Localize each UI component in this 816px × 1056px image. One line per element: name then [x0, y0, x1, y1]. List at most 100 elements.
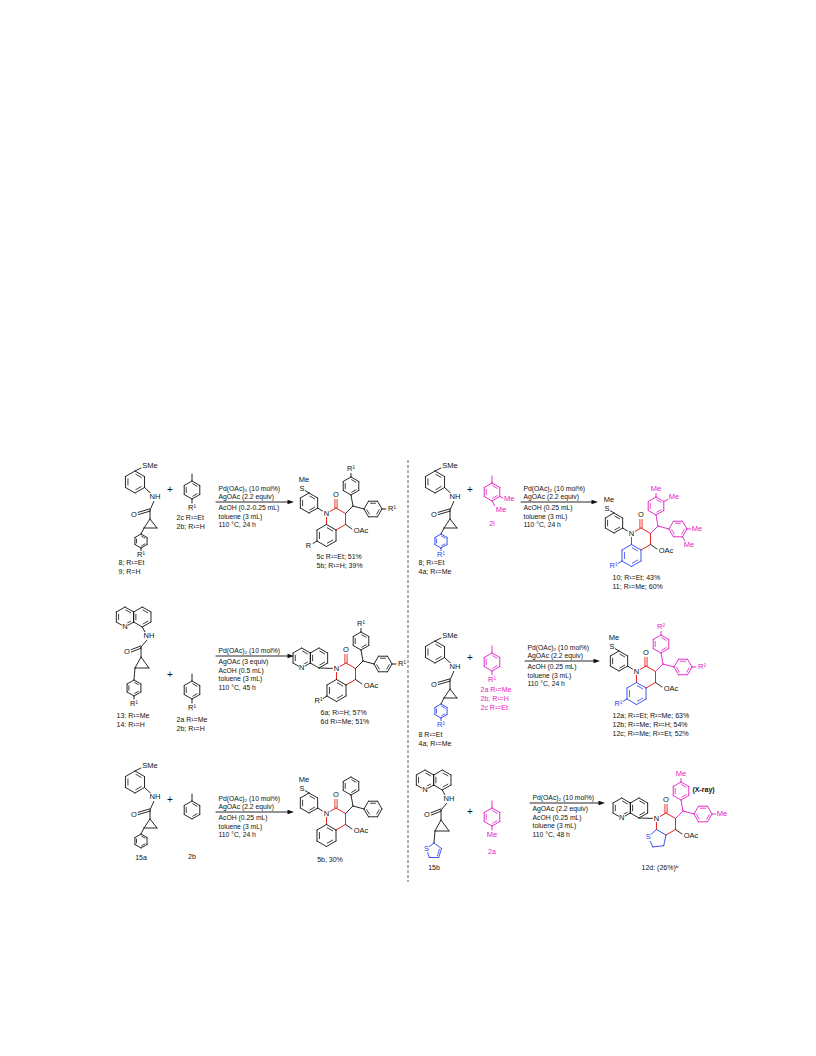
- bond-line: [433, 775, 434, 785]
- atom-label: R¹: [357, 620, 366, 628]
- bond-line: [364, 509, 369, 517]
- bond-line: [362, 635, 366, 638]
- bond-line: [647, 803, 648, 813]
- bond-line: [184, 695, 192, 700]
- bond-line: [674, 536, 683, 537]
- bond-line: [192, 815, 200, 820]
- bond-line: [364, 809, 369, 817]
- atom-label: N: [323, 810, 329, 818]
- bond-line: [682, 785, 686, 788]
- bond-line: [337, 683, 342, 686]
- condition-text: toluene (3 mL): [218, 675, 263, 682]
- bond-line: [434, 843, 442, 849]
- compound-label: 4a; R¹=Me: [418, 740, 452, 747]
- condition-text: AgOAc (3 equiv): [218, 658, 269, 665]
- condition-text: AgOAc (2.2 equiv): [527, 652, 584, 659]
- bond-line: [141, 528, 144, 534]
- bond-line: [530, 803, 600, 804]
- condition-text: AgOAc (2.2 equiv): [523, 493, 580, 500]
- bond-line: [346, 680, 356, 686]
- bond-line: [435, 831, 449, 832]
- condition-text: 110 °C, 24 h: [218, 521, 256, 528]
- bond-line: [128, 686, 129, 690]
- bond-line: [309, 508, 318, 513]
- bond-line: [492, 826, 493, 830]
- bond-line: [425, 488, 435, 494]
- atom-label: O: [663, 796, 670, 804]
- bond-line: [374, 664, 379, 672]
- bond-line: [427, 479, 428, 485]
- bond-line: [133, 612, 134, 622]
- atom-label: R¹: [614, 700, 623, 708]
- bond-line: [493, 486, 497, 489]
- bond-line: [336, 825, 346, 831]
- atom-label: NH: [143, 632, 155, 640]
- compound-label: 2a R¹=Me: [176, 716, 208, 723]
- bond-line: [370, 503, 375, 504]
- condition-text: AgOAc (2.2 equiv): [218, 803, 275, 810]
- bond-line: [336, 530, 337, 541]
- bond-line: [300, 798, 301, 808]
- condition-text: AgOAc (2.2 equiv): [532, 805, 589, 812]
- compound-label: 12d: (26%)ᵇ: [641, 864, 679, 871]
- bond-line: [615, 527, 620, 530]
- bond-line: [300, 793, 309, 798]
- plus-sign: +: [167, 485, 174, 496]
- bond-line: [141, 845, 147, 849]
- bond-line: [637, 698, 642, 701]
- compound-label: 2a R¹=Me: [480, 686, 512, 693]
- bond-line: [309, 793, 318, 798]
- bond-line: [337, 799, 338, 808]
- bond-line: [664, 835, 666, 846]
- bond-line: [442, 714, 445, 716]
- atom-label: O: [333, 491, 340, 499]
- atom-label: Me: [608, 634, 619, 642]
- bond-line: [450, 519, 457, 528]
- atom-label: N: [323, 510, 329, 518]
- bond-line: [150, 501, 154, 510]
- bond-line: [216, 812, 289, 813]
- compound-label: 6a; R¹=H; 57%: [320, 709, 367, 716]
- bond-line: [630, 803, 631, 813]
- bond-line: [388, 656, 393, 664]
- bond-line: [441, 704, 447, 708]
- bond-line: [305, 791, 309, 794]
- bond-line: [656, 515, 658, 526]
- atom-label: O: [131, 811, 138, 819]
- bond-line: [134, 692, 141, 696]
- bond-line: [127, 684, 128, 692]
- atom-label: Me: [298, 476, 309, 484]
- compound-label: 8; R¹=Et: [118, 559, 145, 566]
- bond-line: [353, 506, 364, 509]
- bond-line: [327, 653, 328, 663]
- bond-line: [355, 669, 356, 680]
- bond-line: [293, 648, 302, 653]
- bond-line: [377, 810, 380, 814]
- bond-line: [134, 607, 143, 612]
- bond-line: [632, 545, 642, 551]
- bond-line: [147, 538, 148, 545]
- bond-line: [343, 491, 351, 496]
- bond-line: [669, 529, 674, 537]
- bond-line: [620, 665, 625, 668]
- bond-line: [443, 773, 448, 776]
- atom-label: OAc: [353, 827, 369, 835]
- bond-line: [641, 545, 651, 551]
- bond-line: [378, 509, 383, 517]
- bond-line: [441, 528, 444, 534]
- bond-line: [136, 487, 141, 490]
- bond-line: [661, 635, 669, 640]
- bond-line: [655, 672, 656, 683]
- compound-label: 12b; R¹=Me; R²=H; 54%: [612, 721, 688, 728]
- bond-line: [310, 507, 315, 510]
- bond-line: [610, 651, 619, 656]
- atom-label: R²: [698, 663, 707, 671]
- bond-line: [418, 777, 419, 783]
- atom-label: R¹: [137, 551, 146, 559]
- bond-line: [672, 530, 675, 534]
- bond-line: [493, 811, 497, 814]
- bond-line: [369, 816, 378, 817]
- bond-line: [605, 518, 606, 528]
- bond-line: [492, 808, 500, 813]
- bond-line: [327, 841, 337, 847]
